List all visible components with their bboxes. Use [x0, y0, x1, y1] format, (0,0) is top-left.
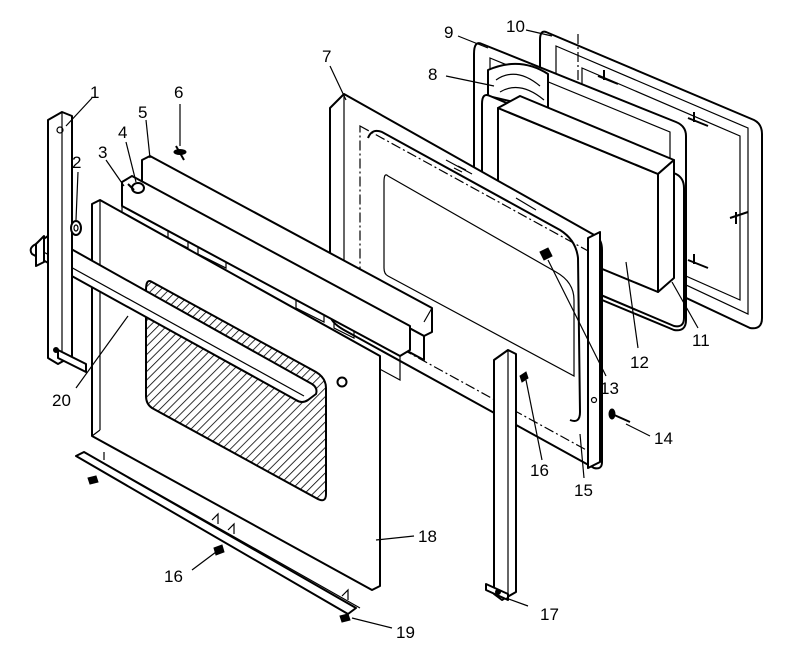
callout-6: 6: [174, 83, 183, 102]
side-screw-14: [608, 408, 631, 423]
callout-19: 19: [396, 623, 415, 642]
callout-7: 7: [322, 47, 331, 66]
callout-11: 11: [692, 331, 710, 350]
callout-10: 10: [506, 17, 525, 36]
trim-screw-bottom-left: [87, 475, 99, 485]
callout-5: 5: [138, 103, 147, 122]
callout-14: 14: [654, 429, 673, 448]
callout-1: 1: [90, 83, 99, 102]
callout-15: 15: [574, 481, 593, 500]
door-handle: [29, 235, 318, 403]
callout-3: 3: [98, 143, 107, 162]
leader-lines: [65, 29, 699, 629]
trim-screw-4: [127, 182, 145, 194]
trim-screw-6: [173, 145, 187, 161]
left-hinge-channel: [47, 111, 87, 373]
bottom-door-trim: [75, 451, 361, 615]
callout-9: 9: [444, 23, 453, 42]
hinge-grommet: [70, 220, 82, 236]
right-side-trim: [587, 231, 601, 469]
hinge-screw-16-bottom: [213, 544, 225, 556]
callout-18: 18: [418, 527, 437, 546]
callout-labels: 1 2 3 4 5 6 7 8 9 10 11 12 13 14 15 16 1…: [52, 17, 710, 642]
insulation-pack: [487, 62, 549, 111]
callout-16-right: 16: [530, 461, 549, 480]
callout-16-bottom: 16: [164, 567, 183, 586]
right-hinge-channel: [485, 349, 517, 601]
callout-12: 12: [630, 353, 649, 372]
callout-17: 17: [540, 605, 559, 624]
callout-2: 2: [72, 153, 81, 172]
hinge-screw-16-right: [519, 371, 529, 383]
callout-4: 4: [118, 123, 127, 142]
panel-screw-13: [539, 247, 553, 261]
trim-screw-bottom-right: [339, 613, 351, 623]
callout-13: 13: [600, 379, 619, 398]
inner-glass-pack: [497, 95, 675, 293]
callout-20: 20: [52, 391, 71, 410]
callout-8: 8: [428, 65, 437, 84]
